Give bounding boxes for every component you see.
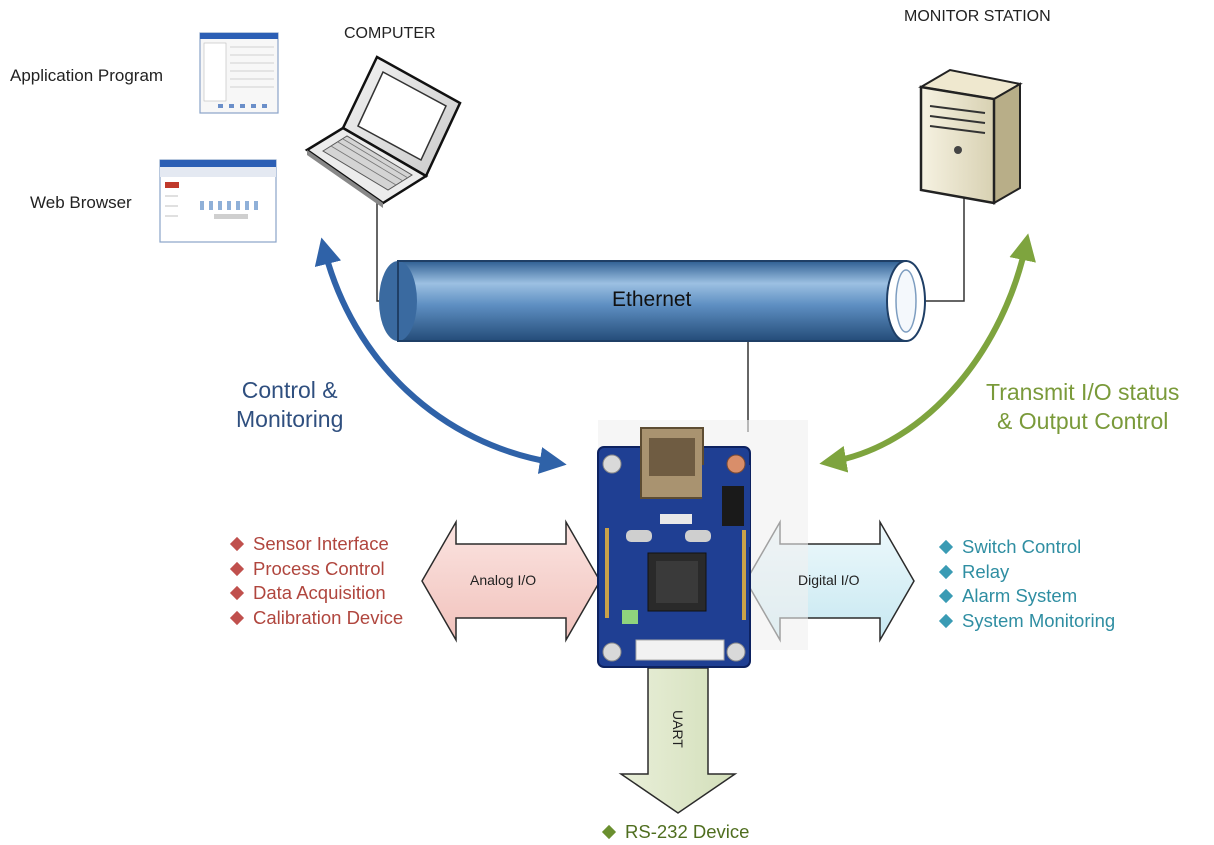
diamond-bullet-icon: [229, 561, 245, 576]
control-monitoring-label: Control & Monitoring: [236, 376, 343, 434]
list-item: Data Acquisition: [229, 581, 403, 606]
list-item: Process Control: [229, 557, 403, 582]
list-item: RS-232 Device: [601, 820, 749, 845]
diamond-bullet-icon: [601, 825, 617, 840]
embedded-board: [597, 420, 808, 668]
diamond-bullet-icon: [229, 537, 245, 552]
analog-io-label: Analog I/O: [470, 572, 537, 588]
application-program-thumbnail: [199, 32, 279, 114]
control-monitoring-line2: Monitoring: [236, 406, 344, 432]
list-item: System Monitoring: [938, 609, 1115, 634]
diamond-bullet-icon: [938, 589, 954, 604]
list-item: Alarm System: [938, 584, 1115, 609]
uart-application-list: RS-232 Device: [601, 820, 749, 845]
uart-arrow: [618, 667, 738, 814]
monitor-station-label: MONITOR STATION: [904, 8, 1051, 25]
server-tower-icon: [918, 68, 1023, 205]
diamond-bullet-icon: [938, 564, 954, 579]
transmit-status-label: Transmit I/O status & Output Control: [986, 378, 1179, 436]
diamond-bullet-icon: [229, 610, 245, 625]
uart-label: UART: [670, 710, 686, 748]
list-item: Calibration Device: [229, 606, 403, 631]
transmit-status-line1: Transmit I/O status: [986, 379, 1180, 405]
transmit-status-arrow: [819, 233, 1036, 473]
application-program-label: Application Program: [10, 66, 164, 85]
list-item: Switch Control: [938, 535, 1115, 560]
web-browser-thumbnail: [159, 159, 277, 243]
ethernet-label: Ethernet: [612, 288, 692, 311]
analog-application-list: Sensor Interface Process Control Data Ac…: [229, 532, 403, 630]
laptop-icon: [304, 55, 462, 208]
control-monitoring-line1: Control &: [241, 377, 338, 403]
list-item: Sensor Interface: [229, 532, 403, 557]
diamond-bullet-icon: [938, 613, 954, 628]
digital-io-label: Digital I/O: [798, 572, 860, 588]
transmit-status-line2: & Output Control: [997, 408, 1169, 434]
diamond-bullet-icon: [229, 586, 245, 601]
web-browser-label: Web Browser: [30, 193, 132, 212]
list-item: Relay: [938, 560, 1115, 585]
control-monitoring-arrow: [314, 237, 567, 474]
diamond-bullet-icon: [938, 540, 954, 555]
digital-application-list: Switch Control Relay Alarm System System…: [938, 535, 1115, 633]
computer-label: COMPUTER: [344, 25, 436, 42]
